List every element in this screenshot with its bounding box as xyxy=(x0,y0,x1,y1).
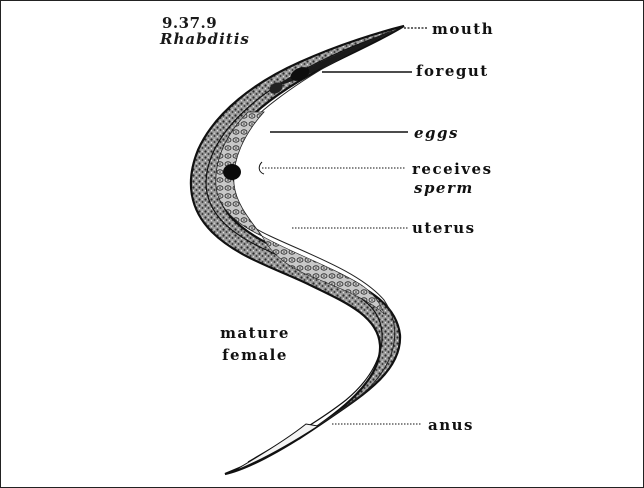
sperm-label: sperm xyxy=(414,179,474,197)
anus-label: anus xyxy=(428,416,474,434)
uterus-label: uterus xyxy=(412,219,476,237)
spermatheca xyxy=(223,164,241,180)
stage-label-line2: female xyxy=(200,344,310,366)
mouth-label: mouth xyxy=(432,20,494,38)
receives-label: receives xyxy=(412,160,493,178)
stage-label: mature female xyxy=(200,322,310,366)
stage-label-line1: mature xyxy=(200,322,310,344)
eggs-label: eggs xyxy=(414,124,459,142)
genus-label: Rhabditis xyxy=(160,30,250,48)
foregut-label: foregut xyxy=(416,62,489,80)
worm-body xyxy=(191,26,404,474)
tail xyxy=(232,424,318,472)
